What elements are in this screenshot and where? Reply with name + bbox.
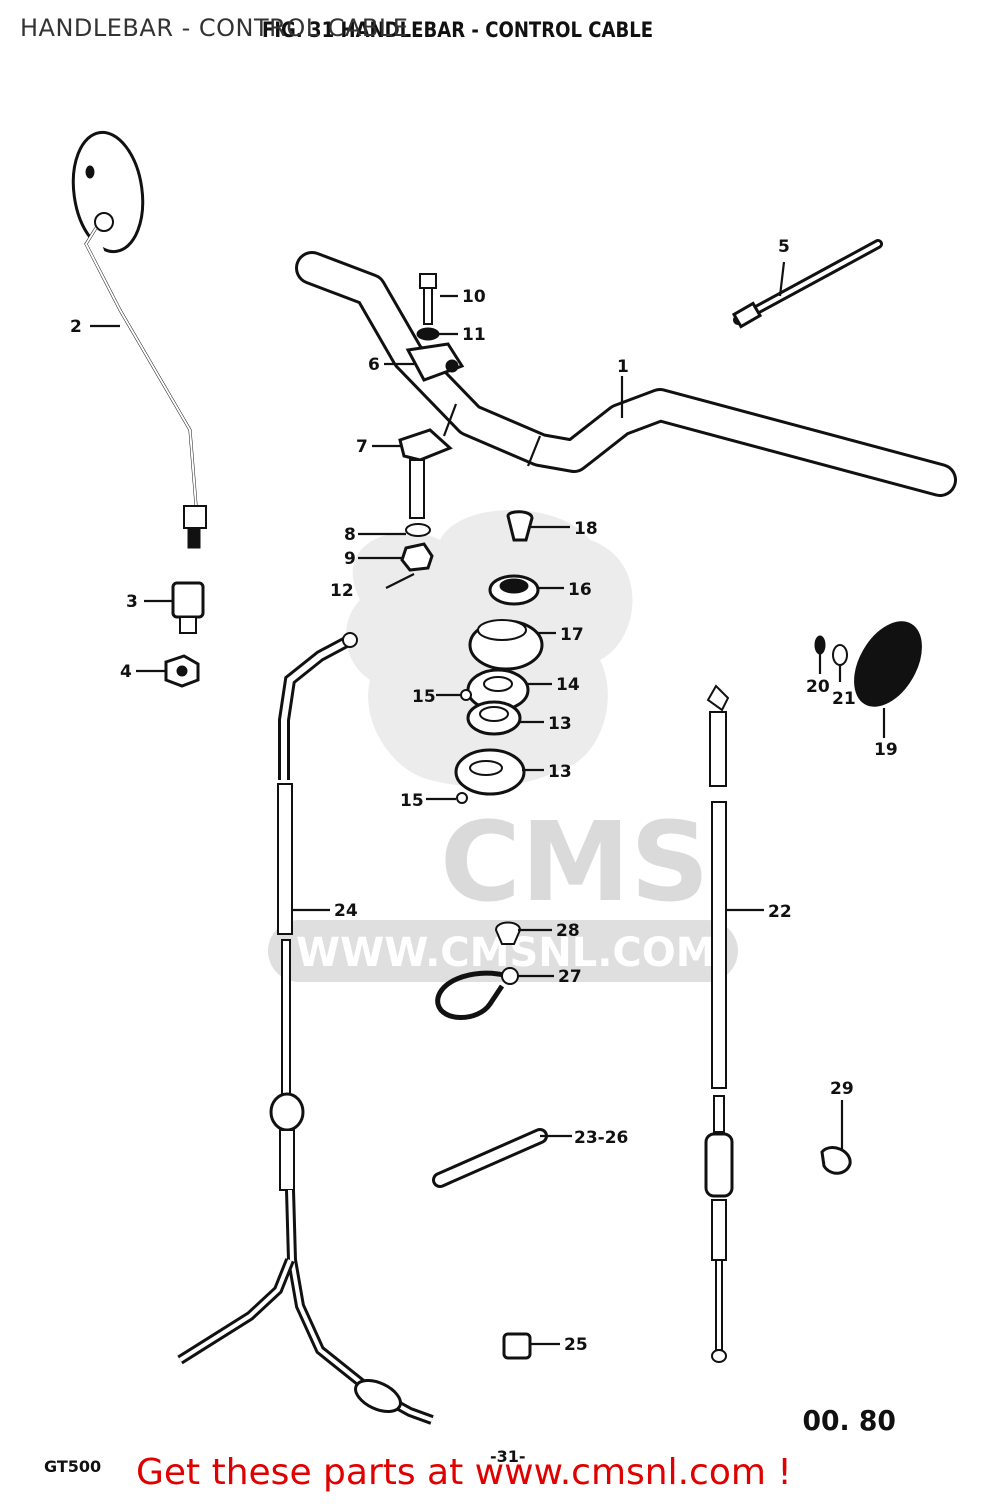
- callout-13b: 13: [548, 762, 572, 782]
- callout-23-26: 23-26: [574, 1128, 628, 1148]
- steering-stem-parts: [454, 510, 544, 804]
- callout-22: 22: [768, 902, 792, 922]
- date-code: 00. 80: [802, 1404, 896, 1437]
- callout-28: 28: [556, 921, 580, 941]
- parts-shop-link[interactable]: Get these parts at www.cmsnl.com !: [136, 1452, 792, 1493]
- bolt-washer: [416, 327, 440, 341]
- watermark-brand: CMS: [440, 798, 709, 926]
- callout-20: 20: [806, 677, 830, 697]
- callout-21: 21: [832, 689, 856, 709]
- holder-nut: [400, 542, 434, 572]
- callout-5: 5: [778, 237, 790, 257]
- cable-clamp-parts: [432, 921, 852, 1360]
- handlebar-holder-lower: [398, 428, 453, 519]
- callout-16: 16: [568, 580, 592, 600]
- callout-10: 10: [462, 287, 486, 307]
- handlebar: [295, 251, 957, 497]
- mirror-adapter: [171, 581, 205, 634]
- mirror-nut: [164, 654, 200, 688]
- page-title: HANDLEBAR - CONTROL CABLE: [20, 14, 409, 42]
- callout-12: 12: [330, 581, 354, 601]
- figure-title: FIG. 31 HANDLEBAR - CONTROL CABLE: [262, 18, 654, 42]
- mirror-assembly: [71, 130, 207, 549]
- page-number: -31-: [490, 1447, 526, 1466]
- callout-18: 18: [574, 519, 598, 539]
- handlebar-holder-upper: [405, 342, 465, 382]
- cotter-pin: [385, 573, 415, 589]
- callout-27: 27: [558, 967, 582, 987]
- callout-15a: 15: [412, 687, 436, 707]
- clutch-cable: [704, 684, 734, 1363]
- throttle-cable: [177, 632, 434, 1425]
- callout-17: 17: [560, 625, 584, 645]
- callout-8: 8: [344, 525, 356, 545]
- model-code: GT500: [44, 1457, 102, 1476]
- callout-13a: 13: [548, 714, 572, 734]
- callout-14: 14: [556, 675, 580, 695]
- cable-band: [731, 239, 883, 329]
- callout-3: 3: [126, 592, 138, 612]
- callout-2: 2: [70, 317, 82, 337]
- horn-parts: [814, 621, 922, 707]
- callout-7: 7: [356, 437, 368, 457]
- callout-25: 25: [564, 1335, 588, 1355]
- callout-29: 29: [830, 1079, 854, 1099]
- callout-numbers: 1 2 3 4 5 6 7 8 9 10 11 12 13 13 14 15 1…: [70, 237, 898, 1355]
- callout-4: 4: [120, 662, 132, 682]
- callout-24: 24: [334, 901, 358, 921]
- callout-6: 6: [368, 355, 380, 375]
- leader-lines: [90, 261, 886, 1346]
- holder-bolt: [419, 273, 437, 325]
- callout-9: 9: [344, 549, 356, 569]
- callout-19: 19: [874, 740, 898, 760]
- holder-washer: [405, 523, 431, 537]
- callout-15b: 15: [400, 791, 424, 811]
- callout-1: 1: [617, 357, 629, 377]
- callout-11: 11: [462, 325, 486, 345]
